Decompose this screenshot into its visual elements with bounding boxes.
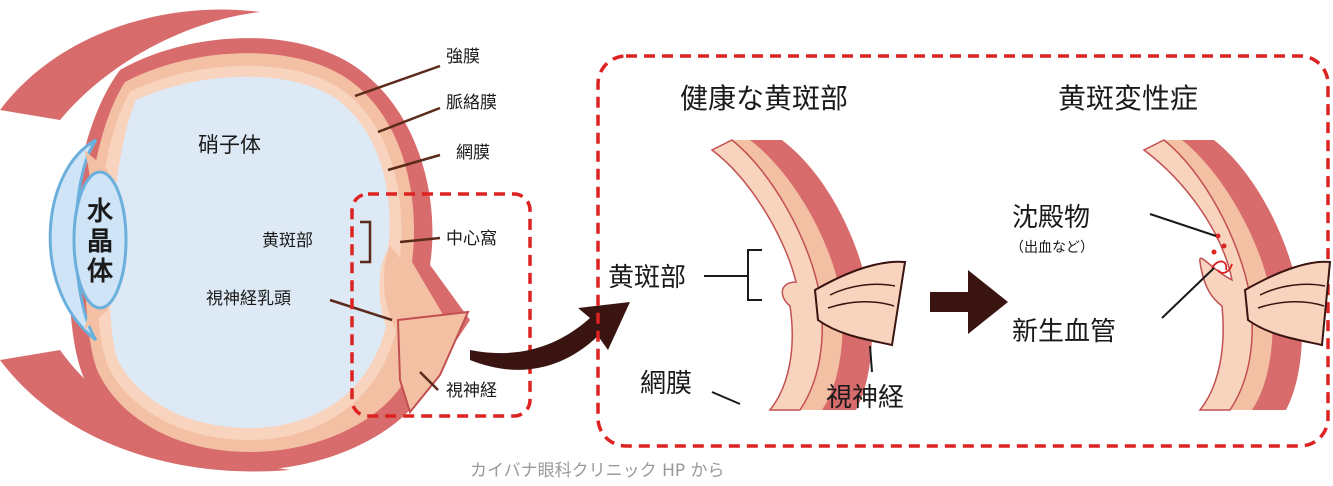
optic-nerve (396, 310, 470, 415)
lens (72, 170, 128, 310)
sclera-label: 強膜 (446, 47, 480, 67)
new-vessels (1211, 260, 1233, 274)
deposit-dot-2 (1221, 243, 1227, 249)
disease-leader-lines (1149, 213, 1217, 319)
healthy-optic-nerve (813, 260, 907, 347)
disease-choroid (1164, 140, 1273, 410)
macula-label: 黄斑部 (262, 231, 313, 251)
choroid-label: 脈絡膜 (446, 93, 497, 113)
deposit-dot-1 (1215, 233, 1221, 239)
detail-panel-border (596, 54, 1330, 448)
healthy-macula-title: 健康な黄斑部 (680, 82, 848, 115)
lens-label-1: 水 (87, 197, 114, 227)
deposit-dot-3 (1211, 249, 1217, 255)
healthy-retina-label: 網膜 (640, 369, 692, 399)
lens-label-2: 晶 (87, 227, 113, 257)
healthy-retina-layer (710, 139, 823, 411)
vitreous-label: 硝子体 (198, 133, 261, 157)
deposits-note: （出血など） (1010, 240, 1094, 256)
healthy-leader-lines (704, 249, 873, 405)
healthy-retina-section (710, 139, 907, 411)
deposits-label: 沈殿物 (1012, 203, 1090, 233)
zoom-arrow (470, 302, 630, 370)
macular-degeneration-title: 黄斑変性症 (1058, 82, 1198, 115)
eye-cross-section: 水 晶 体 硝子体 強膜 脈絡膜 網膜 中心窩 黄斑部 視神経乳頭 視神経 (0, 9, 532, 472)
disease-optic-nerve (1243, 260, 1332, 347)
source-caption: カイバナ眼科クリニック HP から (470, 461, 725, 481)
detail-highlight-box (350, 192, 532, 418)
healthy-choroid (732, 140, 843, 410)
new-vessels-label: 新生血管 (1012, 317, 1116, 347)
vitreous-body (109, 76, 390, 428)
diseased-retina-section (1142, 139, 1332, 411)
upper-eyelid (0, 9, 260, 120)
healthy-macula-label: 黄斑部 (608, 263, 686, 293)
healthy-optic-nerve-label: 視神経 (826, 383, 904, 413)
lower-eyelid (0, 350, 290, 472)
eye-leader-lines (329, 64, 441, 391)
retina-label: 網膜 (456, 143, 490, 163)
optic-nerve-label: 視神経 (446, 381, 497, 401)
progression-arrow (930, 270, 1008, 334)
lens-label-3: 体 (87, 257, 114, 287)
fovea-label: 中心窩 (446, 229, 497, 249)
optic-disc-label: 視神経乳頭 (206, 289, 291, 309)
